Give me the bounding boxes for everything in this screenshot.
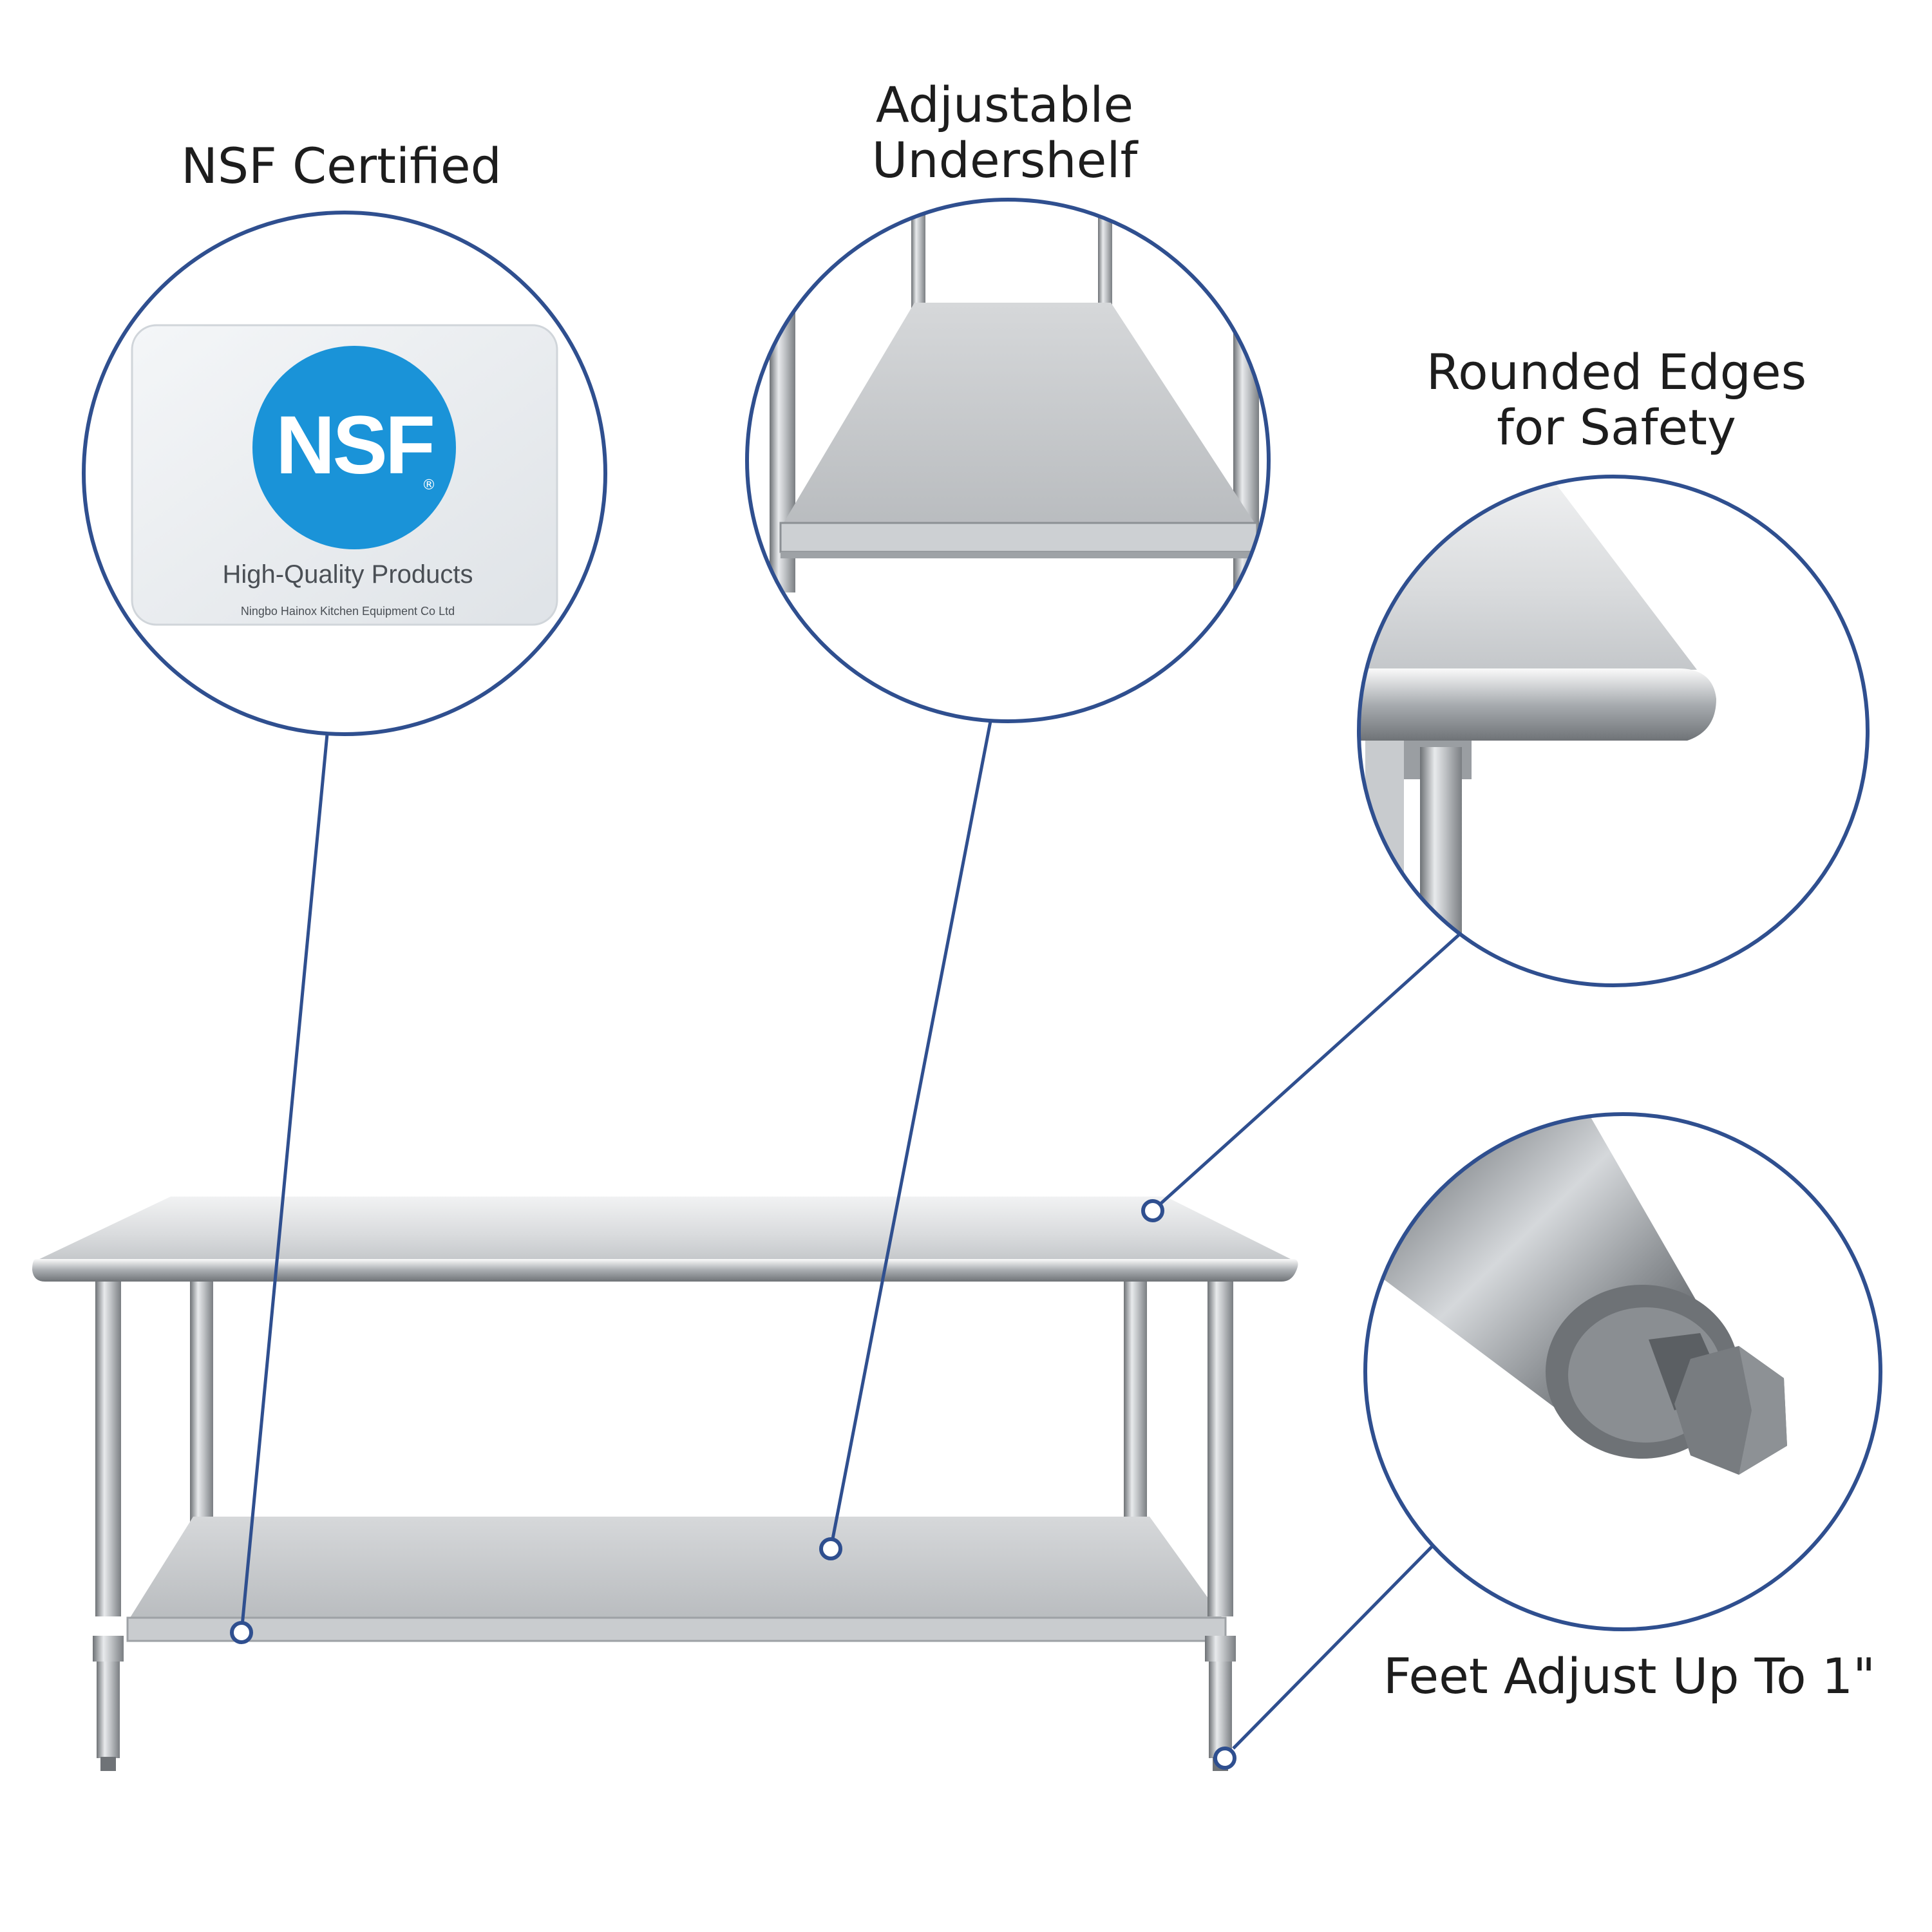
nsf-logo-text: NSF bbox=[276, 399, 433, 491]
rear-left-leg bbox=[190, 1278, 213, 1530]
rear-right-leg bbox=[1124, 1278, 1147, 1530]
undershelf-detail-circle bbox=[745, 198, 1271, 723]
nsf-detail-circle: NSF ® High-Quality Products Ningbo Haino… bbox=[82, 211, 607, 736]
nsf-logo-circle bbox=[252, 346, 456, 549]
table-top-front-edge bbox=[32, 1259, 1298, 1282]
edge-closeup-rounded-edge bbox=[1359, 668, 1716, 741]
undershelf-closeup-lip bbox=[779, 522, 1258, 553]
table-top-surface bbox=[35, 1197, 1294, 1261]
undershelf-callout-dot bbox=[819, 1537, 842, 1560]
nsf-callout-line bbox=[240, 734, 329, 1633]
nsf-badge-maker: Ningbo Hainox Kitchen Equipment Co Ltd bbox=[241, 605, 455, 618]
nsf-certified-label: NSF Certified bbox=[181, 137, 502, 194]
undershelf-surface bbox=[129, 1517, 1224, 1620]
undershelf-callout-line bbox=[829, 721, 992, 1549]
nsf-callout-dot bbox=[230, 1621, 253, 1644]
undershelf-closeup-surface bbox=[782, 303, 1256, 525]
nsf-badge-tagline: High-Quality Products bbox=[222, 560, 473, 589]
front-left-leg bbox=[95, 1282, 121, 1616]
feet-callout-line bbox=[1232, 1544, 1434, 1750]
front-right-leg-lower bbox=[1209, 1662, 1232, 1758]
front-left-foot bbox=[100, 1757, 116, 1771]
rounded-edges-label: Rounded Edges for Safety bbox=[1426, 343, 1807, 456]
front-right-sleeve bbox=[1205, 1636, 1236, 1662]
feet-detail-circle bbox=[1363, 1112, 1882, 1631]
front-right-leg bbox=[1208, 1282, 1233, 1616]
edges-detail-circle bbox=[1357, 475, 1870, 987]
callout-lines bbox=[240, 721, 1460, 1750]
edges-callout-dot bbox=[1141, 1199, 1164, 1222]
front-left-leg-lower bbox=[97, 1662, 120, 1758]
undershelf-front-lip bbox=[126, 1616, 1227, 1642]
adjustable-undershelf-label: Adjustable Undershelf bbox=[871, 76, 1138, 189]
edges-callout-line bbox=[1151, 934, 1460, 1212]
work-table bbox=[32, 1197, 1298, 1771]
feet-callout-dot bbox=[1213, 1747, 1236, 1770]
feet-adjust-label: Feet Adjust Up To 1" bbox=[1383, 1647, 1876, 1705]
front-left-sleeve bbox=[93, 1636, 124, 1662]
callout-dots bbox=[230, 1199, 1236, 1770]
nsf-registered-mark: ® bbox=[422, 477, 436, 493]
